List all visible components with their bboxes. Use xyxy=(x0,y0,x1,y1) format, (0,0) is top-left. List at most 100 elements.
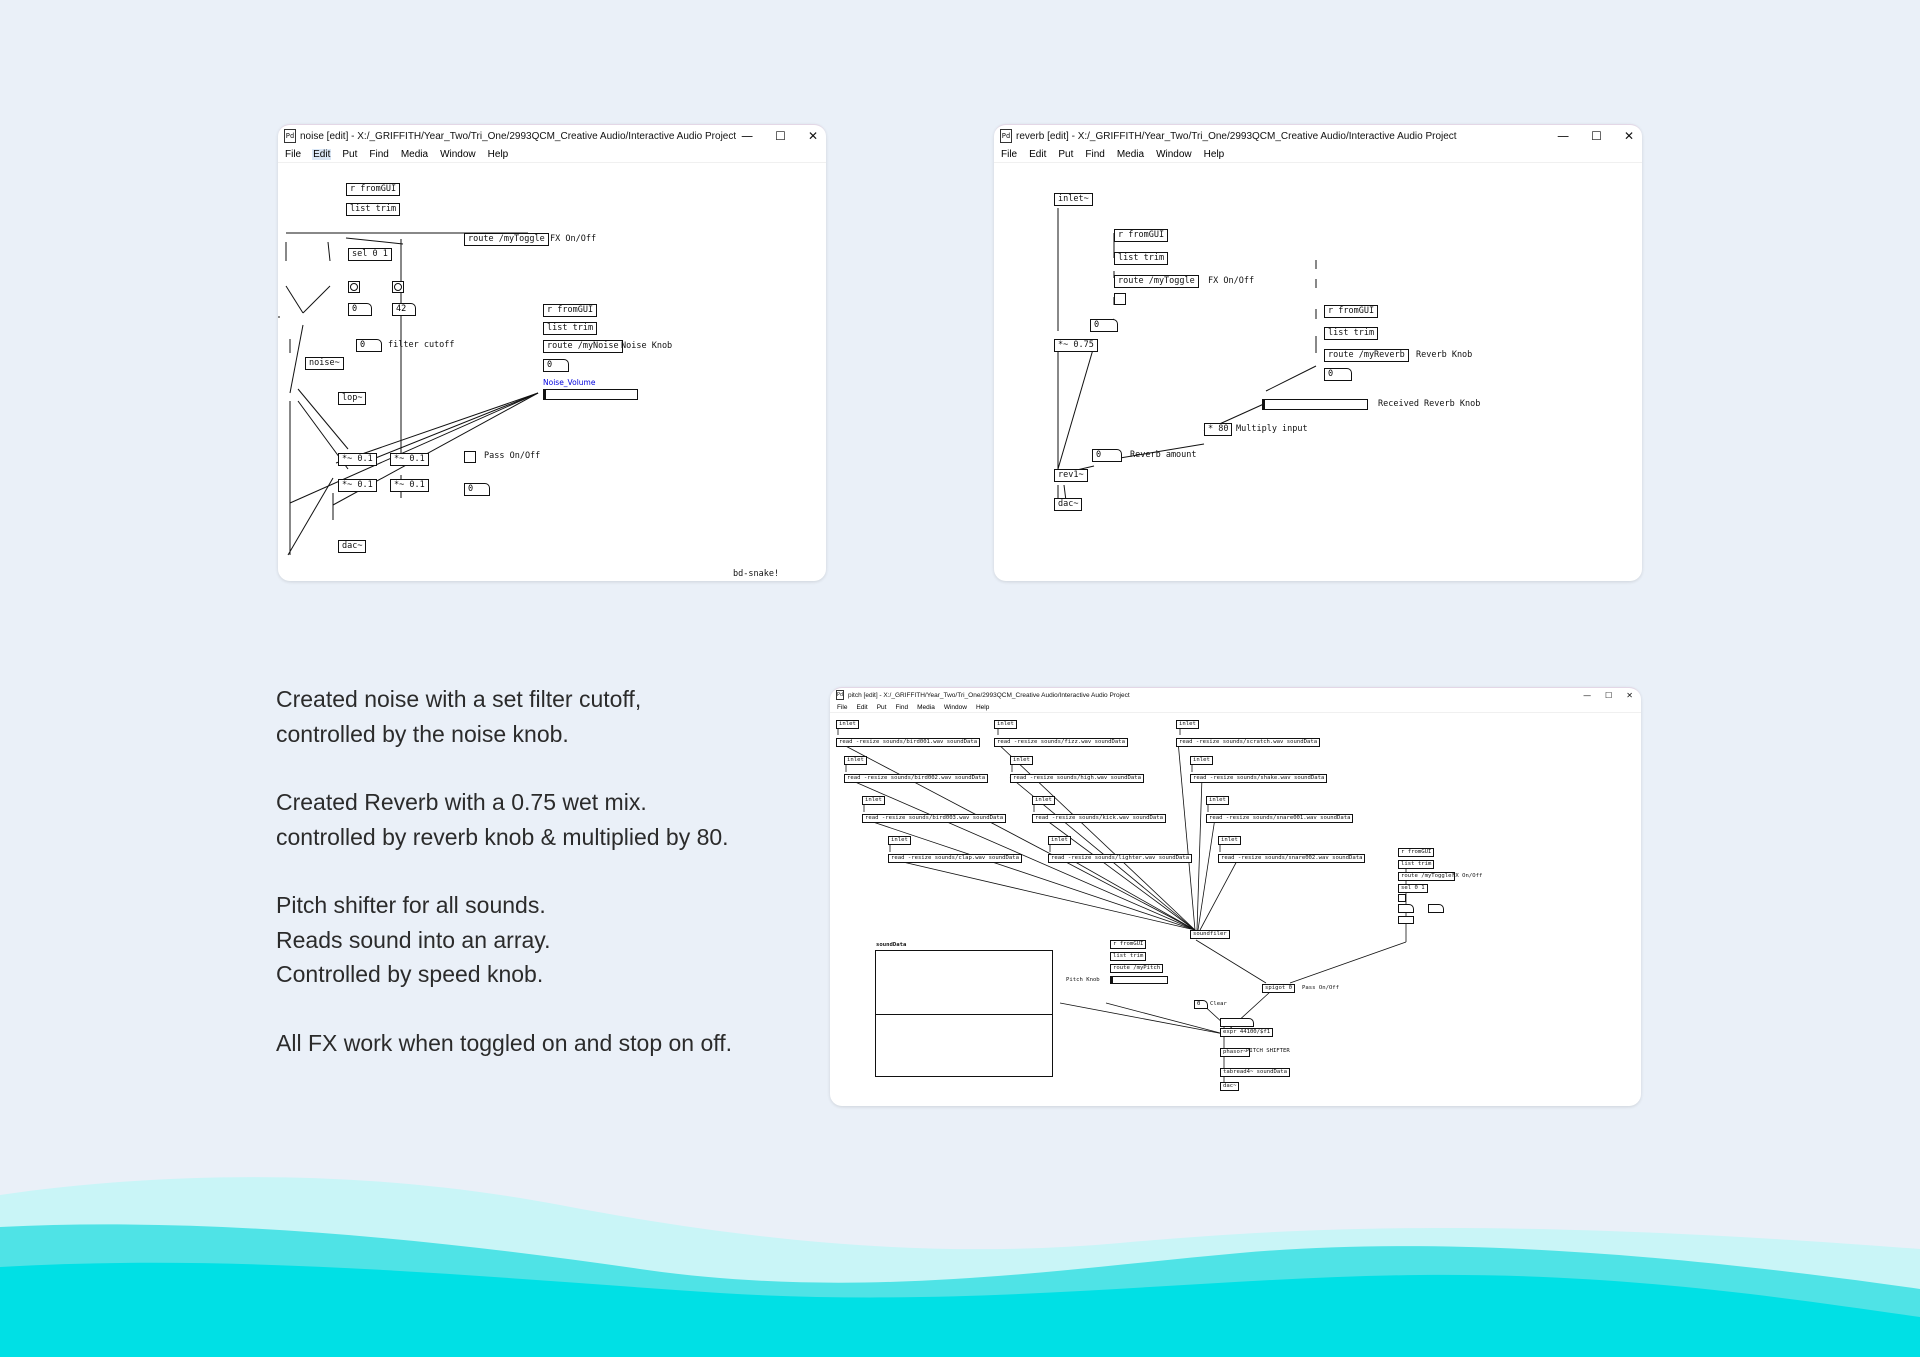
inlet-object[interactable]: inlet xyxy=(1190,756,1213,765)
menu-edit[interactable]: Edit xyxy=(1029,149,1047,160)
inlet-object[interactable]: inlet xyxy=(1048,836,1071,845)
list-trim-object[interactable]: list trim xyxy=(1324,327,1379,340)
r-fromgui-object[interactable]: r fromGUI xyxy=(1110,940,1147,949)
route-mytoggle-object[interactable]: route /myToggle xyxy=(1114,275,1199,288)
read-kick-message[interactable]: read -resize sounds/kick.wav soundData xyxy=(1032,814,1166,823)
route-mytoggle-object[interactable]: route /myToggle xyxy=(464,233,549,246)
read-clap-message[interactable]: read -resize sounds/clap.wav soundData xyxy=(888,854,1022,863)
menu-find[interactable]: Find xyxy=(895,703,909,711)
inlet-object[interactable]: inlet xyxy=(1010,756,1033,765)
mul-80-object[interactable]: * 80 xyxy=(1204,423,1233,436)
pass-number-box[interactable]: 0 xyxy=(464,483,490,496)
inlet-object[interactable]: inlet xyxy=(1218,836,1241,845)
phasor-object[interactable]: phasor~ xyxy=(1220,1048,1250,1057)
menu-put[interactable]: Put xyxy=(876,703,887,711)
menu-window[interactable]: Window xyxy=(1156,149,1192,160)
read-high-message[interactable]: read -resize sounds/high.wav soundData xyxy=(1010,774,1144,783)
reverb-amount-number[interactable]: 0 xyxy=(1092,449,1122,462)
mul-object[interactable]: *~ 0.1 xyxy=(338,479,377,492)
toggle-number-box[interactable]: 0 xyxy=(1090,319,1118,332)
read-snare001-message[interactable]: read -resize sounds/snare001.wav soundDa… xyxy=(1206,814,1354,823)
maximize-icon[interactable]: ☐ xyxy=(775,129,786,143)
menu-file[interactable]: File xyxy=(285,149,302,160)
inlet-object[interactable]: inlet xyxy=(888,836,911,845)
menu-window[interactable]: Window xyxy=(440,149,476,160)
r-fromgui-object[interactable]: r fromGUI xyxy=(1114,229,1169,242)
lop-object[interactable]: lop~ xyxy=(338,392,367,405)
received-reverb-slider[interactable] xyxy=(1262,399,1368,410)
noise-patch-canvas[interactable]: r fromGUI list trim route /myToggle FX O… xyxy=(278,163,826,581)
inlet-object[interactable]: inlet xyxy=(836,720,859,729)
minimize-icon[interactable]: — xyxy=(741,129,754,143)
route-mypitch-object[interactable]: route /myPitch xyxy=(1110,964,1164,973)
close-icon[interactable]: ✕ xyxy=(1626,690,1633,700)
menu-find[interactable]: Find xyxy=(369,149,389,160)
maximize-icon[interactable]: ☐ xyxy=(1605,690,1613,700)
menu-edit[interactable]: Edit xyxy=(856,703,868,711)
soundfiler-object[interactable]: soundfiler xyxy=(1190,930,1230,939)
pitch-patch-canvas[interactable]: inlet read -resize sounds/bird001.wav so… xyxy=(830,712,1641,1106)
minimize-icon[interactable]: — xyxy=(1583,690,1592,700)
minimize-icon[interactable]: — xyxy=(1557,129,1570,143)
r-fromgui-object[interactable]: r fromGUI xyxy=(1324,305,1379,318)
read-bird003-message[interactable]: read -resize sounds/bird003.wav soundDat… xyxy=(862,814,1007,823)
read-scratch-message[interactable]: read -resize sounds/scratch.wav soundDat… xyxy=(1176,738,1321,747)
menu-file[interactable]: File xyxy=(1001,149,1018,160)
expr-object[interactable]: expr 44100/$f1 xyxy=(1220,1028,1274,1037)
menu-find[interactable]: Find xyxy=(1085,149,1105,160)
sel-object[interactable]: sel 0 1 xyxy=(1398,884,1428,893)
bang-button[interactable] xyxy=(348,281,360,293)
menu-window[interactable]: Window xyxy=(943,703,967,711)
bang-button[interactable] xyxy=(392,281,404,293)
noise-volume-slider[interactable] xyxy=(543,389,638,400)
sel-object[interactable]: sel 0 1 xyxy=(348,248,392,261)
menu-help[interactable]: Help xyxy=(487,149,509,160)
read-snare002-message[interactable]: read -resize sounds/snare002.wav soundDa… xyxy=(1218,854,1366,863)
inlet-object[interactable]: inlet xyxy=(1032,796,1055,805)
list-trim-object[interactable]: list trim xyxy=(1110,952,1147,961)
read-shake-message[interactable]: read -resize sounds/shake.wav soundData xyxy=(1190,774,1328,783)
filter-cutoff-number[interactable]: 0 xyxy=(356,339,382,352)
read-bird002-message[interactable]: read -resize sounds/bird002.wav soundDat… xyxy=(844,774,989,783)
reverb-number-box[interactable]: 0 xyxy=(1324,368,1352,381)
read-fizz-message[interactable]: read -resize sounds/fizz.wav soundData xyxy=(994,738,1128,747)
inlet-object[interactable]: inlet xyxy=(1176,720,1199,729)
number-box[interactable]: 42 xyxy=(392,303,416,316)
maximize-icon[interactable]: ☐ xyxy=(1591,129,1602,143)
mul-object[interactable]: *~ 0.1 xyxy=(390,453,429,466)
inlet-tilde-object[interactable]: inlet~ xyxy=(1054,193,1093,206)
pitch-slider[interactable] xyxy=(1110,976,1168,984)
dac-object[interactable]: dac~ xyxy=(1054,498,1083,511)
menu-edit[interactable]: Edit xyxy=(312,149,332,160)
inlet-object[interactable]: inlet xyxy=(844,756,867,765)
dac-object[interactable]: dac~ xyxy=(338,540,367,553)
close-icon[interactable]: ✕ xyxy=(807,129,818,143)
pass-toggle[interactable] xyxy=(464,451,476,463)
spigot-object[interactable]: spigot 0 xyxy=(1262,984,1295,993)
menu-media[interactable]: Media xyxy=(400,149,429,160)
number-box[interactable] xyxy=(1428,904,1444,913)
mul-075-object[interactable]: *~ 0.75 xyxy=(1054,339,1098,352)
menu-put[interactable]: Put xyxy=(1058,149,1074,160)
mul-object[interactable]: *~ 0.1 xyxy=(338,453,377,466)
reverb-patch-canvas[interactable]: inlet~ r fromGUI list trim route /myTogg… xyxy=(994,163,1642,581)
list-trim-object[interactable]: list trim xyxy=(346,203,401,216)
list-trim-object[interactable]: list trim xyxy=(543,322,598,335)
tabread4-object[interactable]: tabread4~ soundData xyxy=(1220,1068,1290,1077)
menu-help[interactable]: Help xyxy=(1203,149,1225,160)
menu-media[interactable]: Media xyxy=(1116,149,1145,160)
toggle[interactable] xyxy=(1398,916,1414,924)
number-box[interactable] xyxy=(1220,1018,1254,1027)
read-bird001-message[interactable]: read -resize sounds/bird001.wav soundDat… xyxy=(836,738,981,747)
number-box[interactable]: 0 xyxy=(348,303,372,316)
fx-toggle[interactable] xyxy=(1114,293,1126,305)
dac-object[interactable]: dac~ xyxy=(1220,1082,1240,1091)
close-icon[interactable]: ✕ xyxy=(1623,129,1634,143)
r-fromgui-object[interactable]: r fromGUI xyxy=(543,304,598,317)
route-myreverb-object[interactable]: route /myReverb xyxy=(1324,349,1409,362)
noise-object[interactable]: noise~ xyxy=(305,357,344,370)
r-fromgui-object[interactable]: r fromGUI xyxy=(1398,848,1435,857)
sounddata-array[interactable] xyxy=(875,950,1053,1077)
mul-object[interactable]: *~ 0.1 xyxy=(390,479,429,492)
read-lighter-message[interactable]: read -resize sounds/lighter.wav soundDat… xyxy=(1048,854,1193,863)
